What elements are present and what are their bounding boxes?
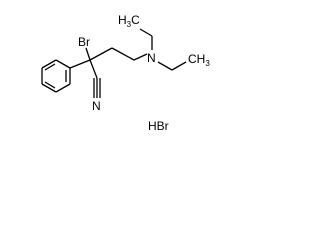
bond-cq-cn [89,59,98,79]
ring-bond-1 [55,59,71,69]
bond-cq-br [85,47,91,61]
bond-n-ch2-right [157,61,173,71]
ch3-right-ch: CH [188,52,205,66]
ch3-right-label: CH3 [188,52,210,68]
chemical-structure: Br N N H3C CH3 HBr [41,13,210,133]
ch3-top-c: C [131,13,140,27]
bond-ring-cq [69,59,91,69]
ch3-top-label: H3C [118,13,140,29]
bond-ch2-right-ch3 [171,61,187,71]
ch3-right-sub: 3 [205,59,210,68]
ring-bond-5 [55,83,71,93]
bond-ch2-up-ch3 [139,28,153,37]
br-label: Br [78,35,90,49]
benzene-ring [41,59,71,93]
structure-canvas: Br N N H3C CH3 HBr [0,0,236,145]
bond-ch2b-n [133,53,148,61]
ring-bond-2 [41,59,57,69]
ring-double-2 [44,81,56,89]
hbr-salt-label: HBr [148,119,169,133]
nitrile-n-label: N [92,99,101,113]
nitrile-triple-bond [93,78,101,98]
nitrogen-amine-label: N [147,51,156,65]
ring-double-1 [44,63,56,71]
bond-cq-ch2a [89,47,113,61]
ch3-top-h: H [118,13,127,27]
chain-bonds [69,28,187,79]
ring-bond-4 [41,83,57,93]
ch3-top-h-sub: 3 [127,20,132,29]
bond-ch2a-ch2b [111,47,135,61]
